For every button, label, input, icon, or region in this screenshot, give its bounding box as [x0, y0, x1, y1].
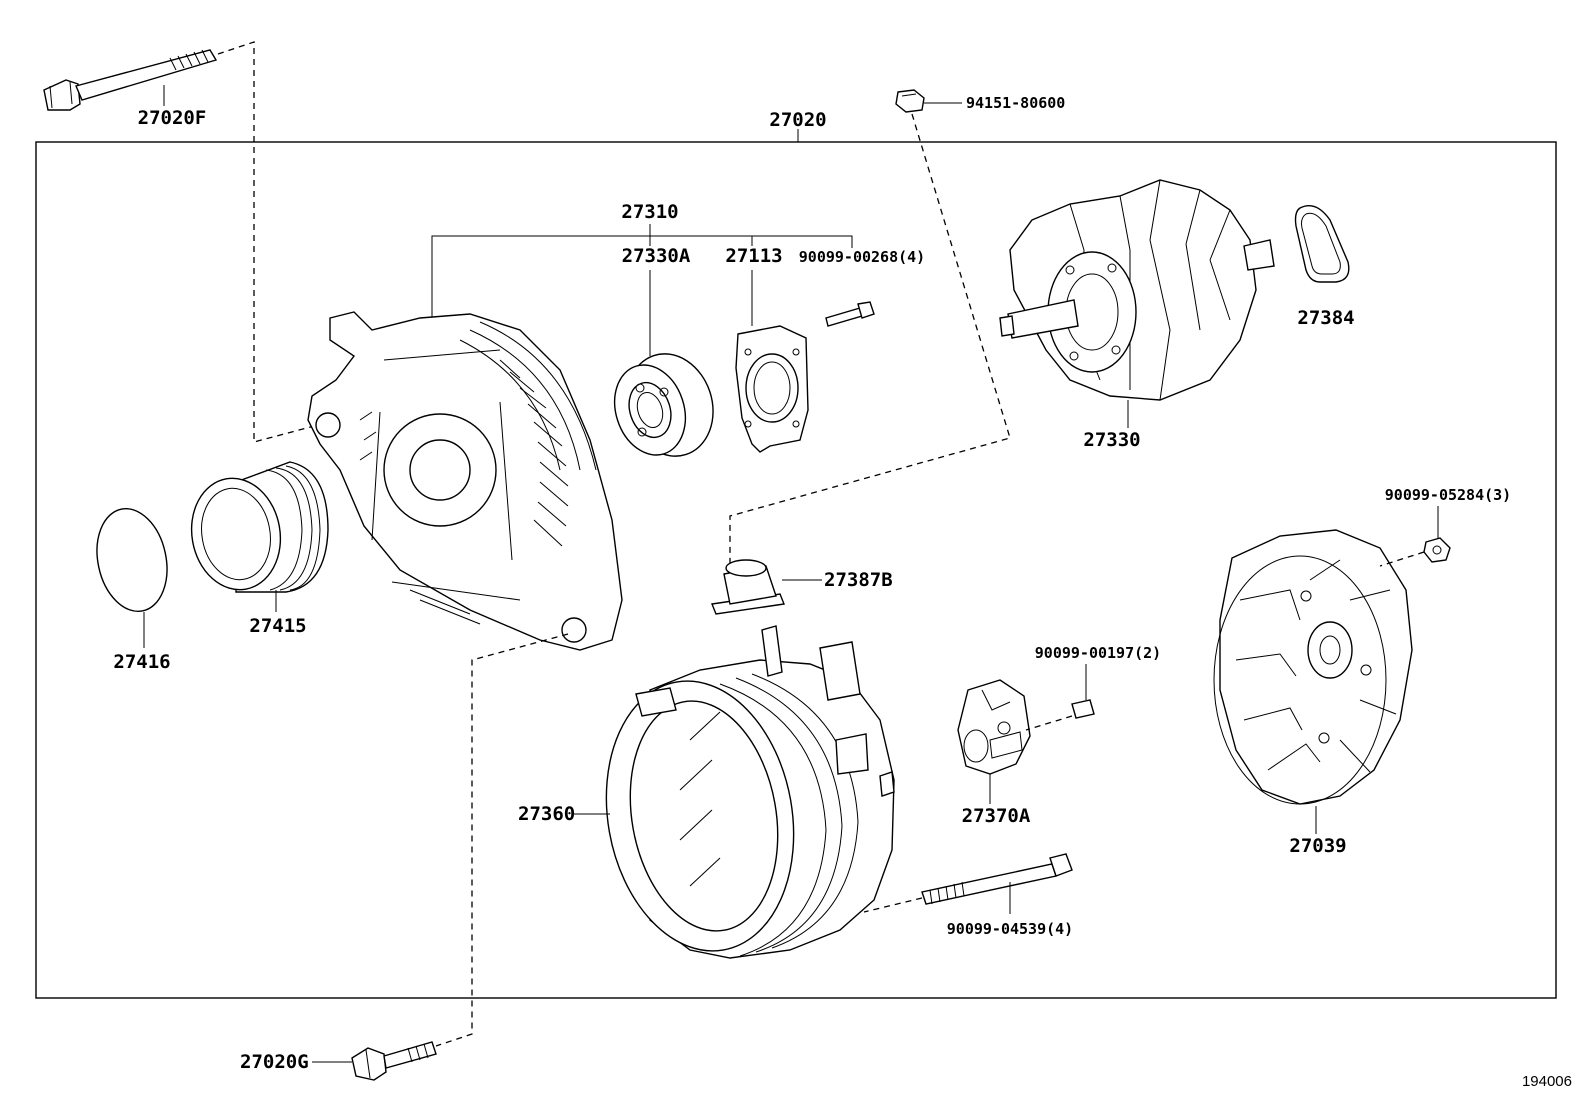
- screw-90099-00268[interactable]: [825, 301, 875, 327]
- label-27330[interactable]: 27330: [1083, 429, 1140, 451]
- through-bolt-90099-04539[interactable]: [921, 853, 1073, 905]
- label-27020f[interactable]: 27020F: [138, 107, 207, 129]
- screw-90099-00197[interactable]: [1071, 699, 1095, 719]
- label-27330a[interactable]: 27330A: [622, 245, 691, 267]
- label-27020g[interactable]: 27020G: [240, 1051, 309, 1073]
- assembly-frame: [35, 141, 1557, 999]
- label-27310[interactable]: 27310: [621, 201, 678, 223]
- pulley-27415[interactable]: [183, 461, 329, 597]
- label-90099-05284[interactable]: 90099-05284(3): [1385, 486, 1511, 504]
- label-90099-00197[interactable]: 90099-00197(2): [1035, 644, 1161, 662]
- bearing-27330a[interactable]: [603, 343, 726, 468]
- label-27360[interactable]: 27360: [518, 803, 575, 825]
- label-27113[interactable]: 27113: [725, 245, 782, 267]
- label-94151-80600[interactable]: 94151-80600: [966, 94, 1065, 112]
- rear-cover-27039[interactable]: [1213, 529, 1413, 805]
- retainer-plate-27113[interactable]: [735, 325, 809, 453]
- label-27370a[interactable]: 27370A: [962, 805, 1031, 827]
- stator-rectifier-27360[interactable]: [586, 625, 895, 966]
- bolt-27020g[interactable]: [351, 1041, 437, 1081]
- nut-94151-80600[interactable]: [895, 89, 925, 113]
- label-90099-00268[interactable]: 90099-00268(4): [799, 248, 925, 266]
- figure-number: 194006: [1522, 1073, 1572, 1090]
- label-27384[interactable]: 27384: [1297, 307, 1354, 329]
- drive-end-frame-27310[interactable]: [307, 311, 623, 651]
- terminal-insulator-27387b[interactable]: [711, 559, 785, 615]
- label-27416[interactable]: 27416: [113, 651, 170, 673]
- rotor-27330[interactable]: [999, 179, 1275, 401]
- label-27415[interactable]: 27415: [249, 615, 306, 637]
- label-27039[interactable]: 27039: [1289, 835, 1346, 857]
- label-90099-04539[interactable]: 90099-04539(4): [947, 920, 1073, 938]
- cap-27416[interactable]: [88, 502, 176, 618]
- nut-90099-05284[interactable]: [1423, 537, 1451, 563]
- brush-holder-27370a[interactable]: [957, 679, 1031, 775]
- label-27387b[interactable]: 27387B: [824, 569, 893, 591]
- label-27020[interactable]: 27020: [769, 109, 826, 131]
- ring-27384[interactable]: [1294, 205, 1350, 283]
- bolt-27020f[interactable]: [43, 49, 218, 111]
